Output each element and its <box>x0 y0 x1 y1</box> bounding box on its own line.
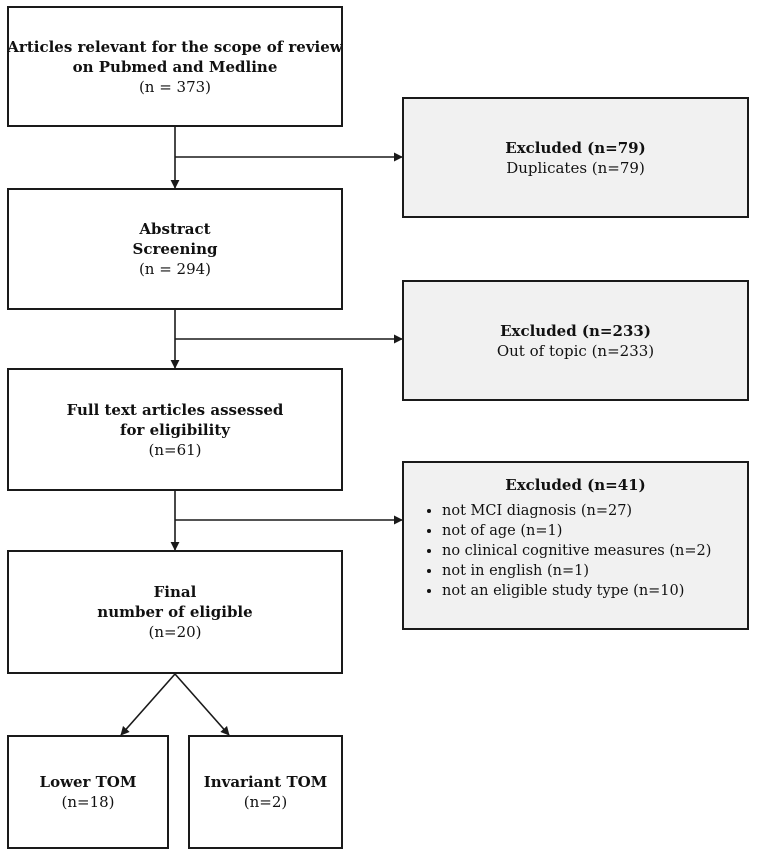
identification-line2: on Pubmed and Medline <box>72 57 278 76</box>
abstract-line1: Abstract <box>139 220 211 238</box>
excluded-duplicates-box: Excluded (n=79) Duplicates (n=79) <box>402 97 749 218</box>
abstract-line2: Screening <box>132 240 218 258</box>
final-line1: Final <box>153 583 197 601</box>
fulltext-line1: Full text articles assessed <box>66 400 284 419</box>
exclusion-reason-item: no clinical cognitive measures (n=2) <box>442 541 747 561</box>
abstract-count: (n = 294) <box>138 260 212 278</box>
final-line2: number of eligible <box>97 603 253 621</box>
excluded-out-of-topic-box: Excluded (n=233) Out of topic (n=233) <box>402 280 749 401</box>
identification-line1: Articles relevant for the scope of revie… <box>7 37 343 56</box>
connector-final-to-invariant <box>174 673 230 736</box>
identification-count: (n = 373) <box>138 77 212 96</box>
invariant-tom-title: Invariant TOM <box>203 773 328 791</box>
excluded2-title: Excluded (n=233) <box>500 321 651 340</box>
excluded-reasons-box: Excluded (n=41) not MCI diagnosis (n=27)… <box>402 461 749 630</box>
lower-tom-box: Lower TOM (n=18) <box>7 735 169 849</box>
excluded2-detail: Out of topic (n=233) <box>496 341 655 360</box>
exclusion-reason-item: not of age (n=1) <box>442 521 747 541</box>
abstract-screening-box: Abstract Screening (n = 294) <box>7 188 343 310</box>
exclusion-reason-item: not in english (n=1) <box>442 561 747 581</box>
lower-tom-count: (n=18) <box>61 793 115 811</box>
full-text-assessment-box: Full text articles assessed for eligibil… <box>7 368 343 491</box>
lower-tom-title: Lower TOM <box>39 773 137 791</box>
excluded1-detail: Duplicates (n=79) <box>506 158 645 177</box>
invariant-tom-count: (n=2) <box>243 793 288 811</box>
excluded1-title: Excluded (n=79) <box>505 138 646 157</box>
exclusion-reason-item: not MCI diagnosis (n=27) <box>442 501 747 521</box>
connector-final-to-lower <box>120 673 176 736</box>
final-count: (n=20) <box>148 623 202 641</box>
exclusion-reason-item: not an eligible study type (n=10) <box>442 581 747 601</box>
excluded3-title: Excluded (n=41) <box>505 476 646 494</box>
final-eligible-box: Final number of eligible (n=20) <box>7 550 343 674</box>
fulltext-count: (n=61) <box>148 440 202 459</box>
identification-box: Articles relevant for the scope of revie… <box>7 6 343 127</box>
fulltext-line2: for eligibility <box>120 420 230 439</box>
exclusion-reasons-list: not MCI diagnosis (n=27) not of age (n=1… <box>404 501 747 601</box>
invariant-tom-box: Invariant TOM (n=2) <box>188 735 343 849</box>
